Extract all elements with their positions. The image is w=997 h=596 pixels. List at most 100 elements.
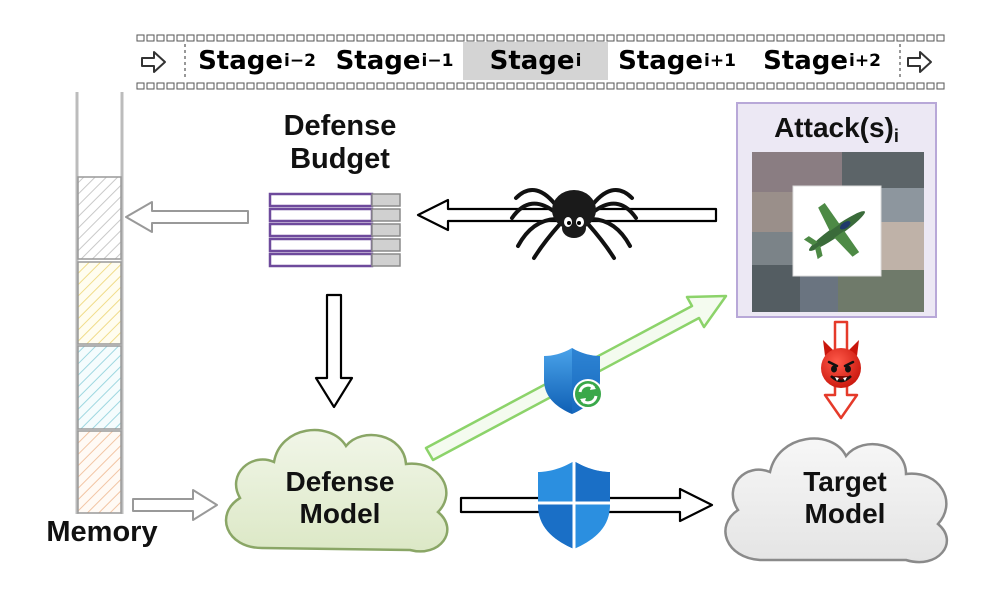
sprocket-hole: [426, 34, 435, 42]
sprocket-hole: [176, 82, 185, 90]
sprocket-hole: [196, 34, 205, 42]
sprocket-hole: [236, 34, 245, 42]
sprocket-hole: [426, 82, 435, 90]
sprocket-hole: [486, 82, 495, 90]
sprocket-hole: [146, 34, 155, 42]
target-model-cloud: [724, 437, 949, 564]
sprocket-hole: [526, 82, 535, 90]
sprocket-hole: [336, 82, 345, 90]
sprocket-hole: [476, 34, 485, 42]
sprocket-hole: [816, 82, 825, 90]
sprocket-hole: [206, 34, 215, 42]
sprocket-hole: [546, 34, 555, 42]
sprocket-hole: [236, 82, 245, 90]
sprocket-hole: [906, 82, 915, 90]
sprocket-hole: [556, 82, 565, 90]
sprocket-hole: [856, 34, 865, 42]
sprocket-hole: [226, 82, 235, 90]
sprocket-hole: [746, 82, 755, 90]
budget-bar-remainder: [371, 253, 401, 267]
budget-bar: [268, 222, 374, 238]
sprocket-hole: [246, 34, 255, 42]
sprocket-hole: [726, 82, 735, 90]
sprocket-hole: [656, 34, 665, 42]
sprocket-hole: [646, 34, 655, 42]
sprocket-hole: [606, 82, 615, 90]
sprocket-hole: [926, 34, 935, 42]
sprocket-hole: [856, 82, 865, 90]
sprocket-hole: [696, 34, 705, 42]
defense-budget-bars: [268, 192, 401, 268]
sprocket-hole: [386, 34, 395, 42]
sprocket-hole: [756, 34, 765, 42]
sprocket-hole: [716, 34, 725, 42]
sprocket-hole: [156, 82, 165, 90]
sprocket-hole: [586, 34, 595, 42]
defense-budget-label: Defense Budget: [283, 110, 397, 176]
budget-bar: [268, 207, 374, 223]
sprocket-hole: [446, 34, 455, 42]
sprocket-hole: [436, 34, 445, 42]
budget-bar-remainder: [371, 208, 401, 222]
sprocket-hole: [806, 34, 815, 42]
sprocket-hole: [936, 34, 945, 42]
budget-bar: [268, 252, 374, 268]
sprocket-hole: [616, 82, 625, 90]
sprocket-hole: [566, 82, 575, 90]
sprocket-hole: [666, 34, 675, 42]
sprocket-hole: [876, 34, 885, 42]
memory-slot: [77, 430, 122, 514]
sprocket-hole: [836, 82, 845, 90]
sprocket-hole: [486, 34, 495, 42]
sprocket-hole: [156, 34, 165, 42]
sprocket-hole: [636, 34, 645, 42]
sprocket-hole: [466, 82, 475, 90]
sprocket-hole: [136, 82, 145, 90]
sprocket-hole: [206, 82, 215, 90]
devil-icon: [821, 340, 861, 388]
sprocket-hole: [386, 82, 395, 90]
sprocket-hole: [316, 34, 325, 42]
sprocket-hole: [376, 34, 385, 42]
sprocket-hole: [936, 82, 945, 90]
sprocket-hole: [786, 34, 795, 42]
sprocket-hole: [316, 82, 325, 90]
sprocket-hole: [226, 34, 235, 42]
sprocket-hole: [666, 82, 675, 90]
shield-refresh-icon: [544, 348, 603, 414]
memory-slot: [77, 261, 122, 345]
budget-bar-remainder: [371, 193, 401, 207]
sprocket-hole: [896, 34, 905, 42]
sprocket-hole: [846, 82, 855, 90]
sprocket-hole: [366, 34, 375, 42]
sprocket-hole: [166, 82, 175, 90]
sprocket-hole: [546, 82, 555, 90]
sprocket-hole: [366, 82, 375, 90]
sprocket-hole: [776, 82, 785, 90]
memory-slot: [77, 176, 122, 260]
sprocket-hole: [136, 34, 145, 42]
sprocket-hole: [356, 34, 365, 42]
arrow-right-icon: [141, 51, 166, 73]
sprocket-hole: [786, 82, 795, 90]
sprocket-hole: [356, 82, 365, 90]
sprocket-hole: [326, 34, 335, 42]
sprocket-hole: [296, 82, 305, 90]
sprocket-hole: [176, 34, 185, 42]
sprocket-hole: [686, 82, 695, 90]
sprocket-hole: [286, 82, 295, 90]
sprocket-hole: [776, 34, 785, 42]
sprocket-hole: [266, 82, 275, 90]
sprocket-hole: [746, 34, 755, 42]
sprocket-hole: [686, 34, 695, 42]
sprocket-hole: [516, 34, 525, 42]
stage-filmstrip: [133, 34, 948, 92]
budget-bar-remainder: [371, 223, 401, 237]
sprocket-hole: [656, 82, 665, 90]
sprocket-hole: [626, 34, 635, 42]
sprocket-hole: [506, 34, 515, 42]
sprocket-hole: [796, 34, 805, 42]
